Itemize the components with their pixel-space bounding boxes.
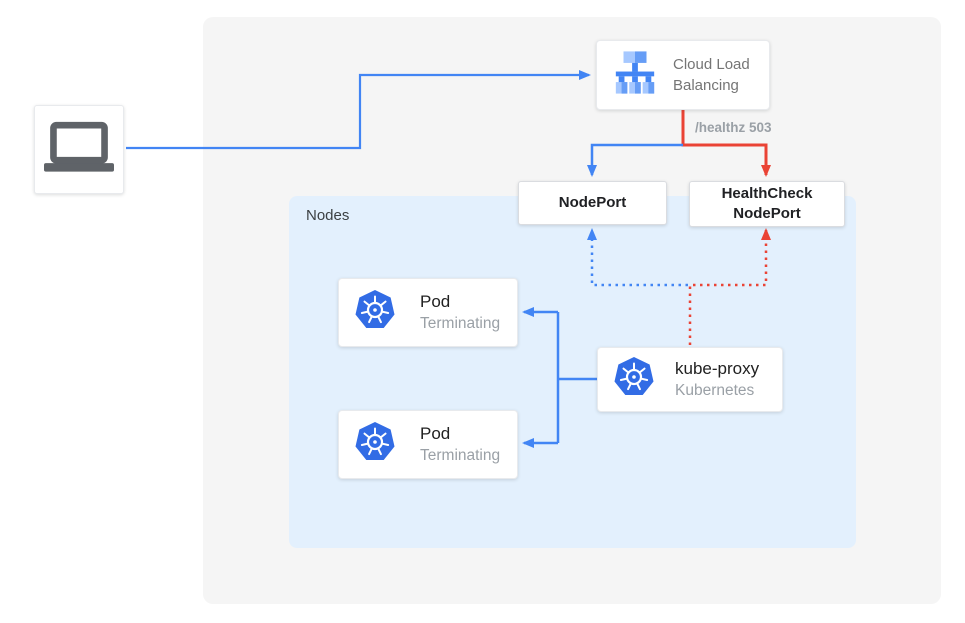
pod2-status: Terminating — [420, 446, 501, 464]
kubernetes-icon — [613, 356, 655, 403]
load-balancer-icon — [612, 51, 658, 99]
kubernetes-icon — [354, 289, 396, 336]
kube-proxy-title: kube-proxy — [675, 358, 760, 378]
pod1-card: Pod Terminating — [338, 278, 518, 347]
healthz-status-label: /healthz 503 — [695, 120, 772, 135]
pod1-title: Pod — [420, 291, 451, 311]
laptop-icon — [44, 121, 114, 178]
client-device-card — [34, 105, 124, 194]
pod1-status: Terminating — [420, 314, 501, 332]
kubernetes-icon — [354, 421, 396, 468]
pod2-title: Pod — [420, 423, 451, 443]
nodes-label: Nodes — [306, 207, 350, 224]
nodeport-label: NodePort — [558, 193, 627, 211]
healthcheck-nodeport-card: HealthCheck NodePort — [689, 181, 845, 227]
cloud-load-balancing-label: Cloud Load Balancing — [673, 56, 750, 94]
kube-proxy-card: kube-proxy Kubernetes — [597, 347, 783, 412]
healthcheck-nodeport-label: HealthCheck NodePort — [721, 184, 813, 222]
nodeport-card: NodePort — [518, 181, 667, 225]
cloud-load-balancing-card: Cloud Load Balancing — [596, 40, 770, 110]
kube-proxy-subtitle: Kubernetes — [675, 381, 755, 399]
pod2-card: Pod Terminating — [338, 410, 518, 479]
